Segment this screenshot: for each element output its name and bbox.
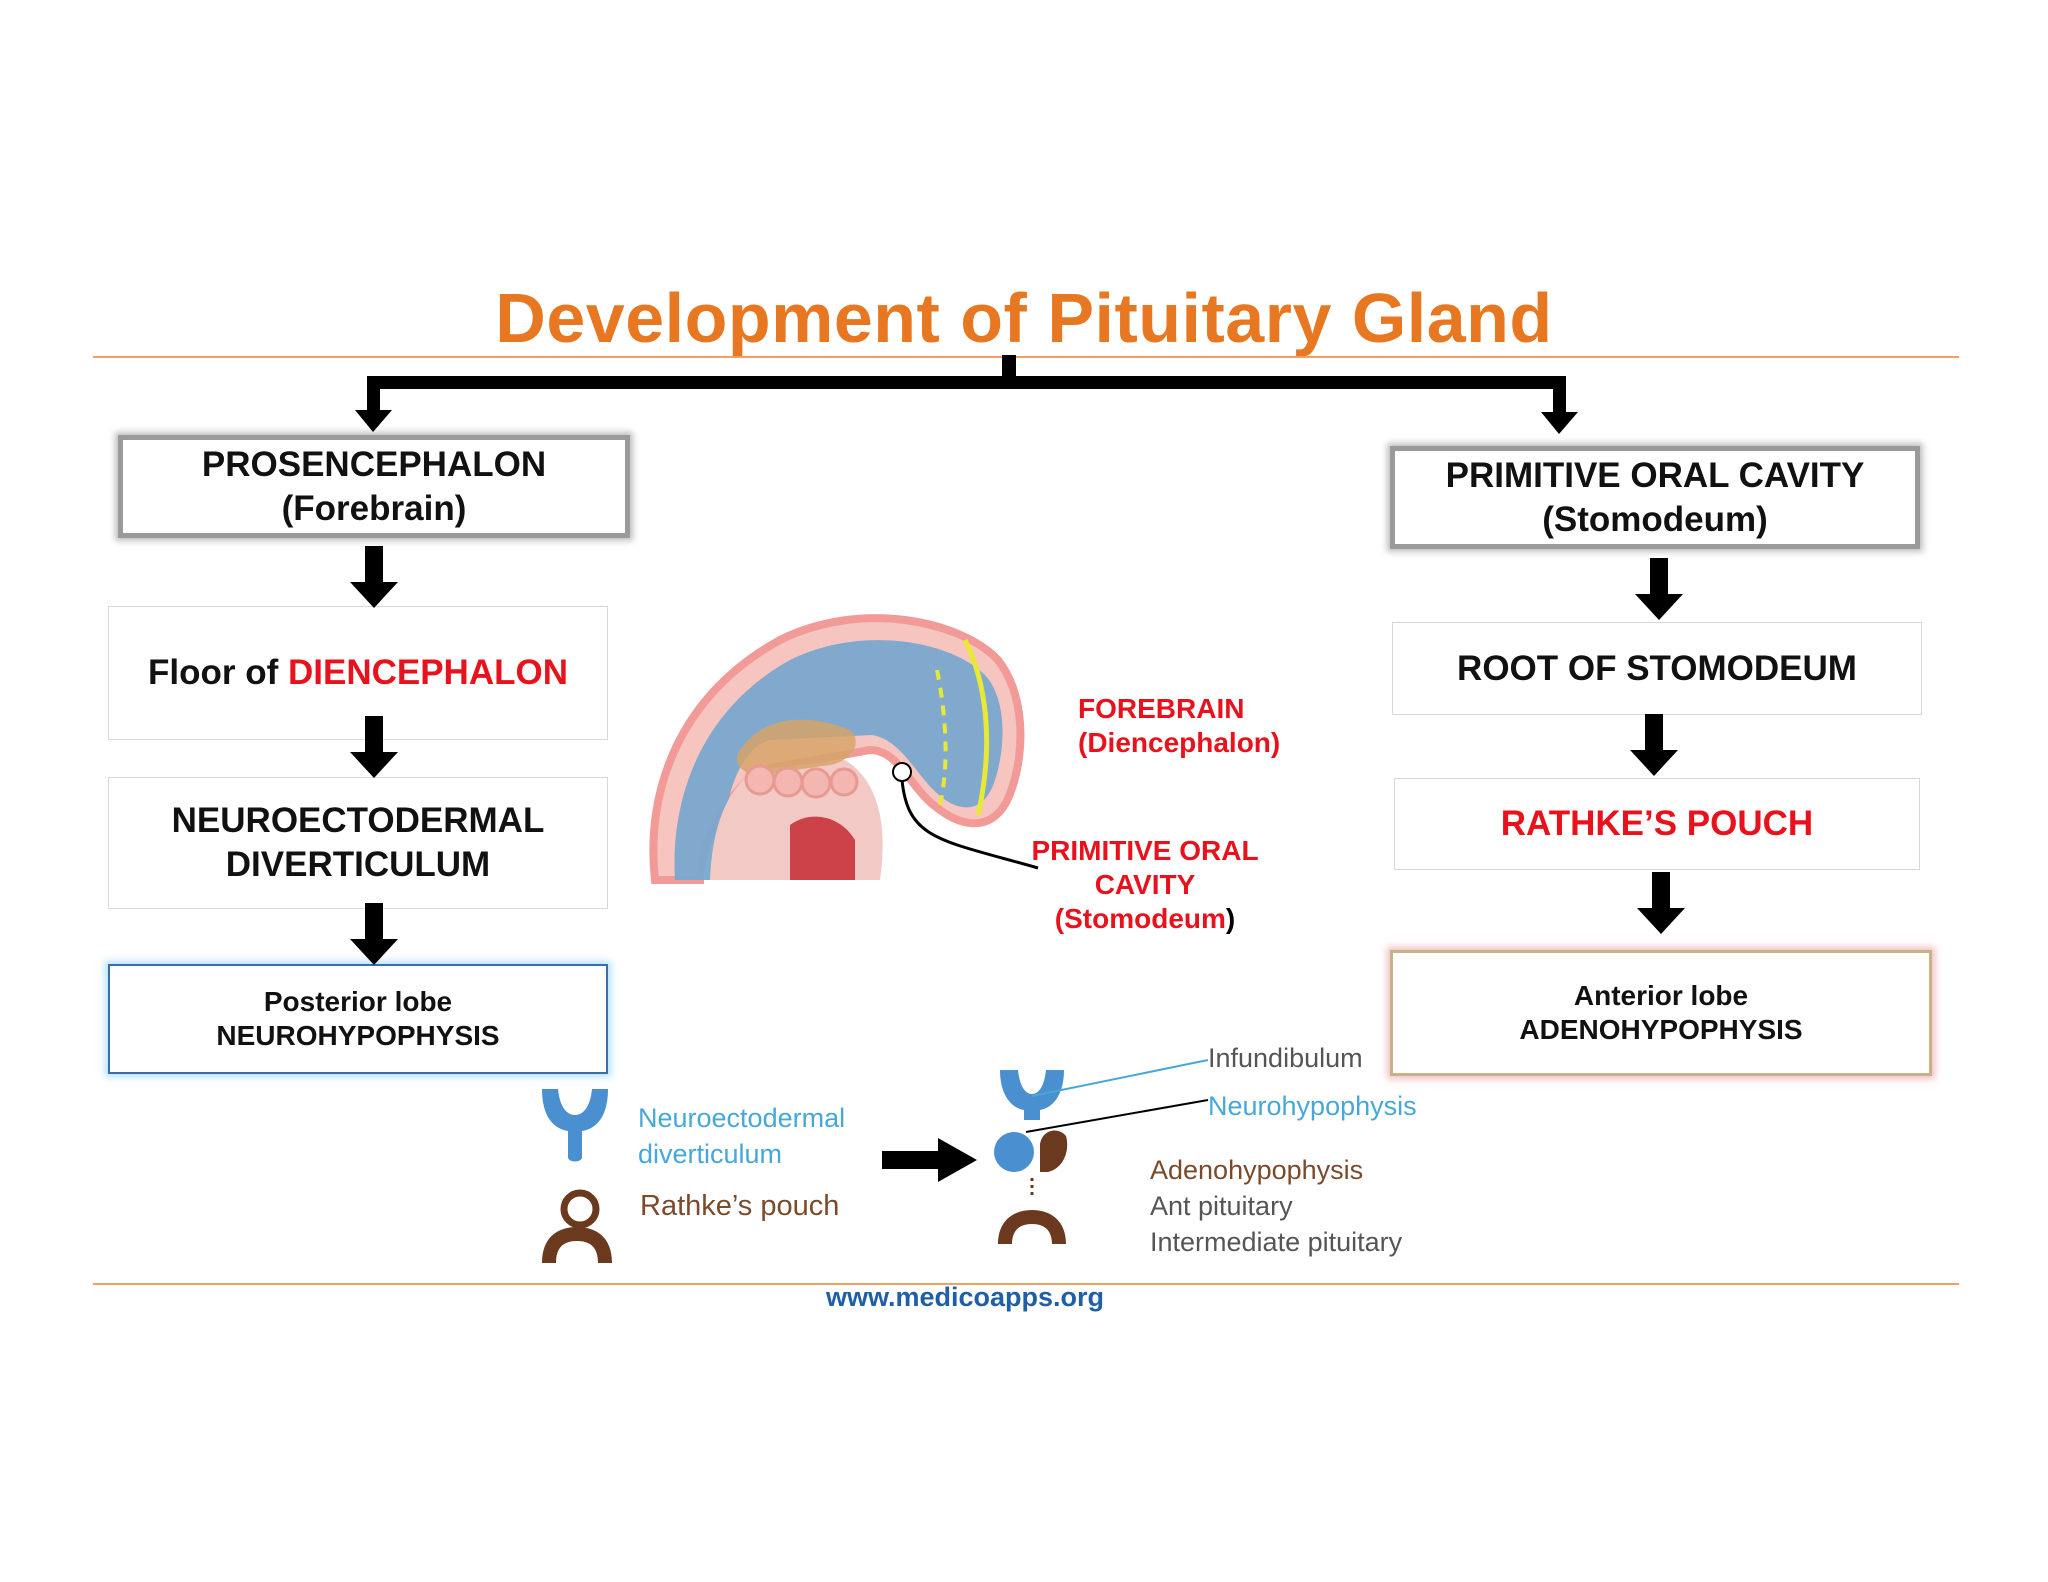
rathkes-pouch-box: RATHKE’S POUCH [1394,778,1920,870]
neurohypophysis-label: NEUROHYPOPHYSIS [216,1020,500,1051]
diencephalon-label: DIENCEPHALON [287,653,568,692]
forebrain-annotation: FOREBRAIN (Diencephalon) [1078,692,1280,760]
primitive-oral-cavity-box: PRIMITIVE ORAL CAVITY (Stomodeum) [1390,446,1920,549]
infundibulum-label: Infundibulum [1208,1043,1363,1073]
cavity-text: CAVITY [1094,869,1196,900]
embryo-illustration [649,614,1039,884]
rathkes-pouch-label: RATHKE’S POUCH [1500,804,1814,843]
primitive-oral-text: PRIMITIVE ORAL [1031,835,1259,866]
root-of-stomodeum-label: ROOT OF STOMODEUM [1457,648,1857,688]
ant-pituitary-label: Ant pituitary [1150,1191,1293,1221]
posterior-lobe-box: Posterior lobe NEUROHYPOPHYSIS [108,964,608,1074]
arrow-down-icon [350,716,398,778]
primitive-oral-cavity-label: PRIMITIVE ORAL CAVITY [1445,455,1865,495]
intermediate-pituitary-label: Intermediate pituitary [1150,1227,1403,1257]
adenohypophysis-label: ADENOHYPOPHYSIS [1519,1014,1803,1045]
neurohypophysis-diagram-label: Neurohypophysis [1208,1091,1417,1121]
anterior-lobe-label: Anterior lobe [1573,980,1749,1011]
rathkes-pouch-diagram-label: Rathke’s pouch [640,1190,840,1222]
anterior-lobe-box: Anterior lobe ADENOHYPOPHYSIS [1390,950,1932,1076]
prosencephalon-box: PROSENCEPHALON (Forebrain) [118,435,630,538]
rathkes-pouch-shape-icon [542,1189,612,1263]
page-title: Development of Pituitary Gland [495,279,1553,357]
oral-cavity-annotation: PRIMITIVE ORAL CAVITY (Stomodeum) [1030,834,1260,936]
top-divider [93,356,1959,358]
root-of-stomodeum-box: ROOT OF STOMODEUM [1392,622,1922,715]
diencephalon-text: (Diencephalon) [1078,727,1281,758]
forebrain-text: FOREBRAIN [1078,693,1245,724]
neuroectodermal-diverticulum-label: Neuroectodermal diverticulum [638,1103,846,1169]
stomodeum-label: (Stomodeum) [1542,499,1768,539]
neuroectodermal-shape-icon [542,1089,608,1162]
pituitary-formation-icon [994,1059,1209,1244]
footer-url: www.medicoapps.org [825,1282,1105,1312]
floor-of-label: Floor of [148,653,288,692]
forebrain-label: (Forebrain) [281,488,467,528]
arrow-right-icon [882,1138,977,1182]
arrow-down-icon [1630,714,1678,776]
posterior-lobe-label: Posterior lobe [263,986,453,1017]
diencephalon-floor-box: Floor of DIENCEPHALON [108,606,608,740]
arrow-down-icon [1635,558,1683,620]
arrow-down-icon [350,903,398,965]
neuroectodermal-label: NEUROECTODERMAL [171,801,545,840]
stomodeum-text: (Stomodeum) [1054,903,1236,934]
bottom-divider [93,1283,1959,1285]
adenohypophysis-diagram-label: Adenohypophysis [1150,1155,1364,1185]
prosencephalon-label: PROSENCEPHALON [201,444,547,484]
arrow-down-icon [1637,872,1685,934]
diverticulum-label: DIVERTICULUM [225,845,491,884]
neuroectodermal-box: NEUROECTODERMAL DIVERTICULUM [108,777,608,909]
arrow-down-icon [350,546,398,608]
